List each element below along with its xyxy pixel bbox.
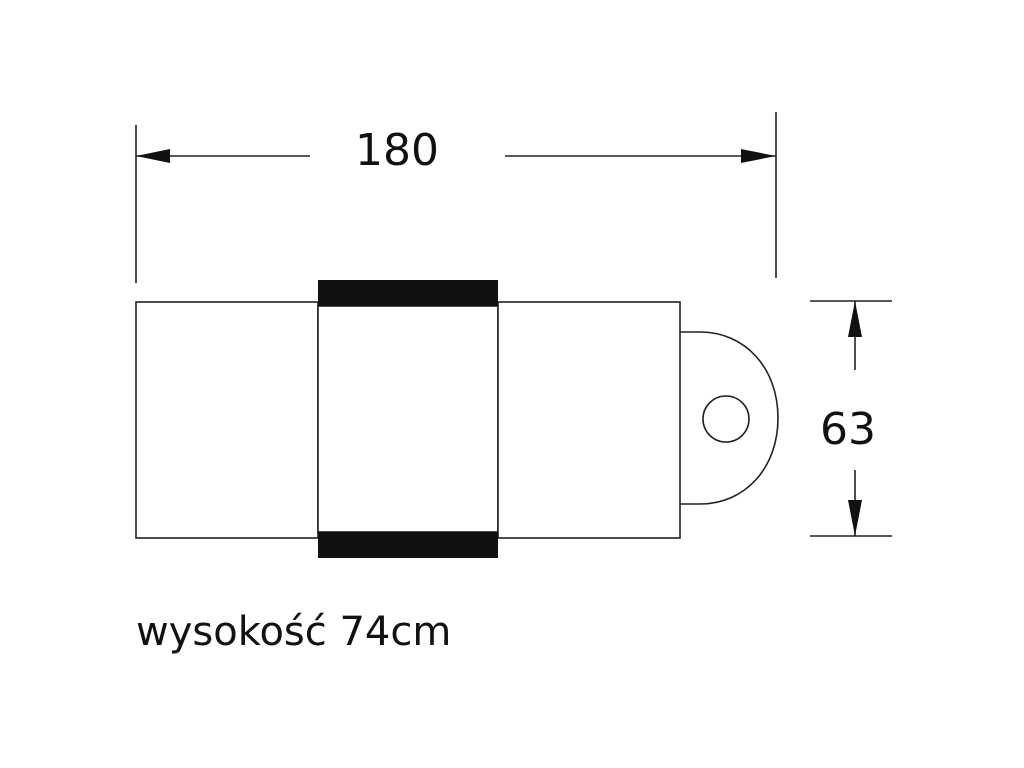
depth-arrow-top — [848, 301, 862, 337]
middle-top-bar — [318, 280, 498, 306]
width-arrow-left — [136, 149, 170, 163]
width-arrow-right — [741, 149, 776, 163]
left-section — [135, 301, 319, 539]
middle-section — [317, 305, 499, 533]
table-top-view — [135, 280, 779, 558]
face-hole — [702, 395, 750, 443]
width-label: 180 — [355, 125, 439, 176]
width-dimension: 180 — [135, 112, 777, 283]
depth-label: 63 — [820, 404, 876, 455]
head-rest — [680, 331, 779, 505]
right-section — [497, 301, 681, 539]
middle-bottom-bar — [318, 532, 498, 558]
height-note: wysokość 74cm — [136, 609, 451, 655]
depth-arrow-bottom — [848, 500, 862, 536]
depth-dimension: 63 — [810, 300, 892, 537]
